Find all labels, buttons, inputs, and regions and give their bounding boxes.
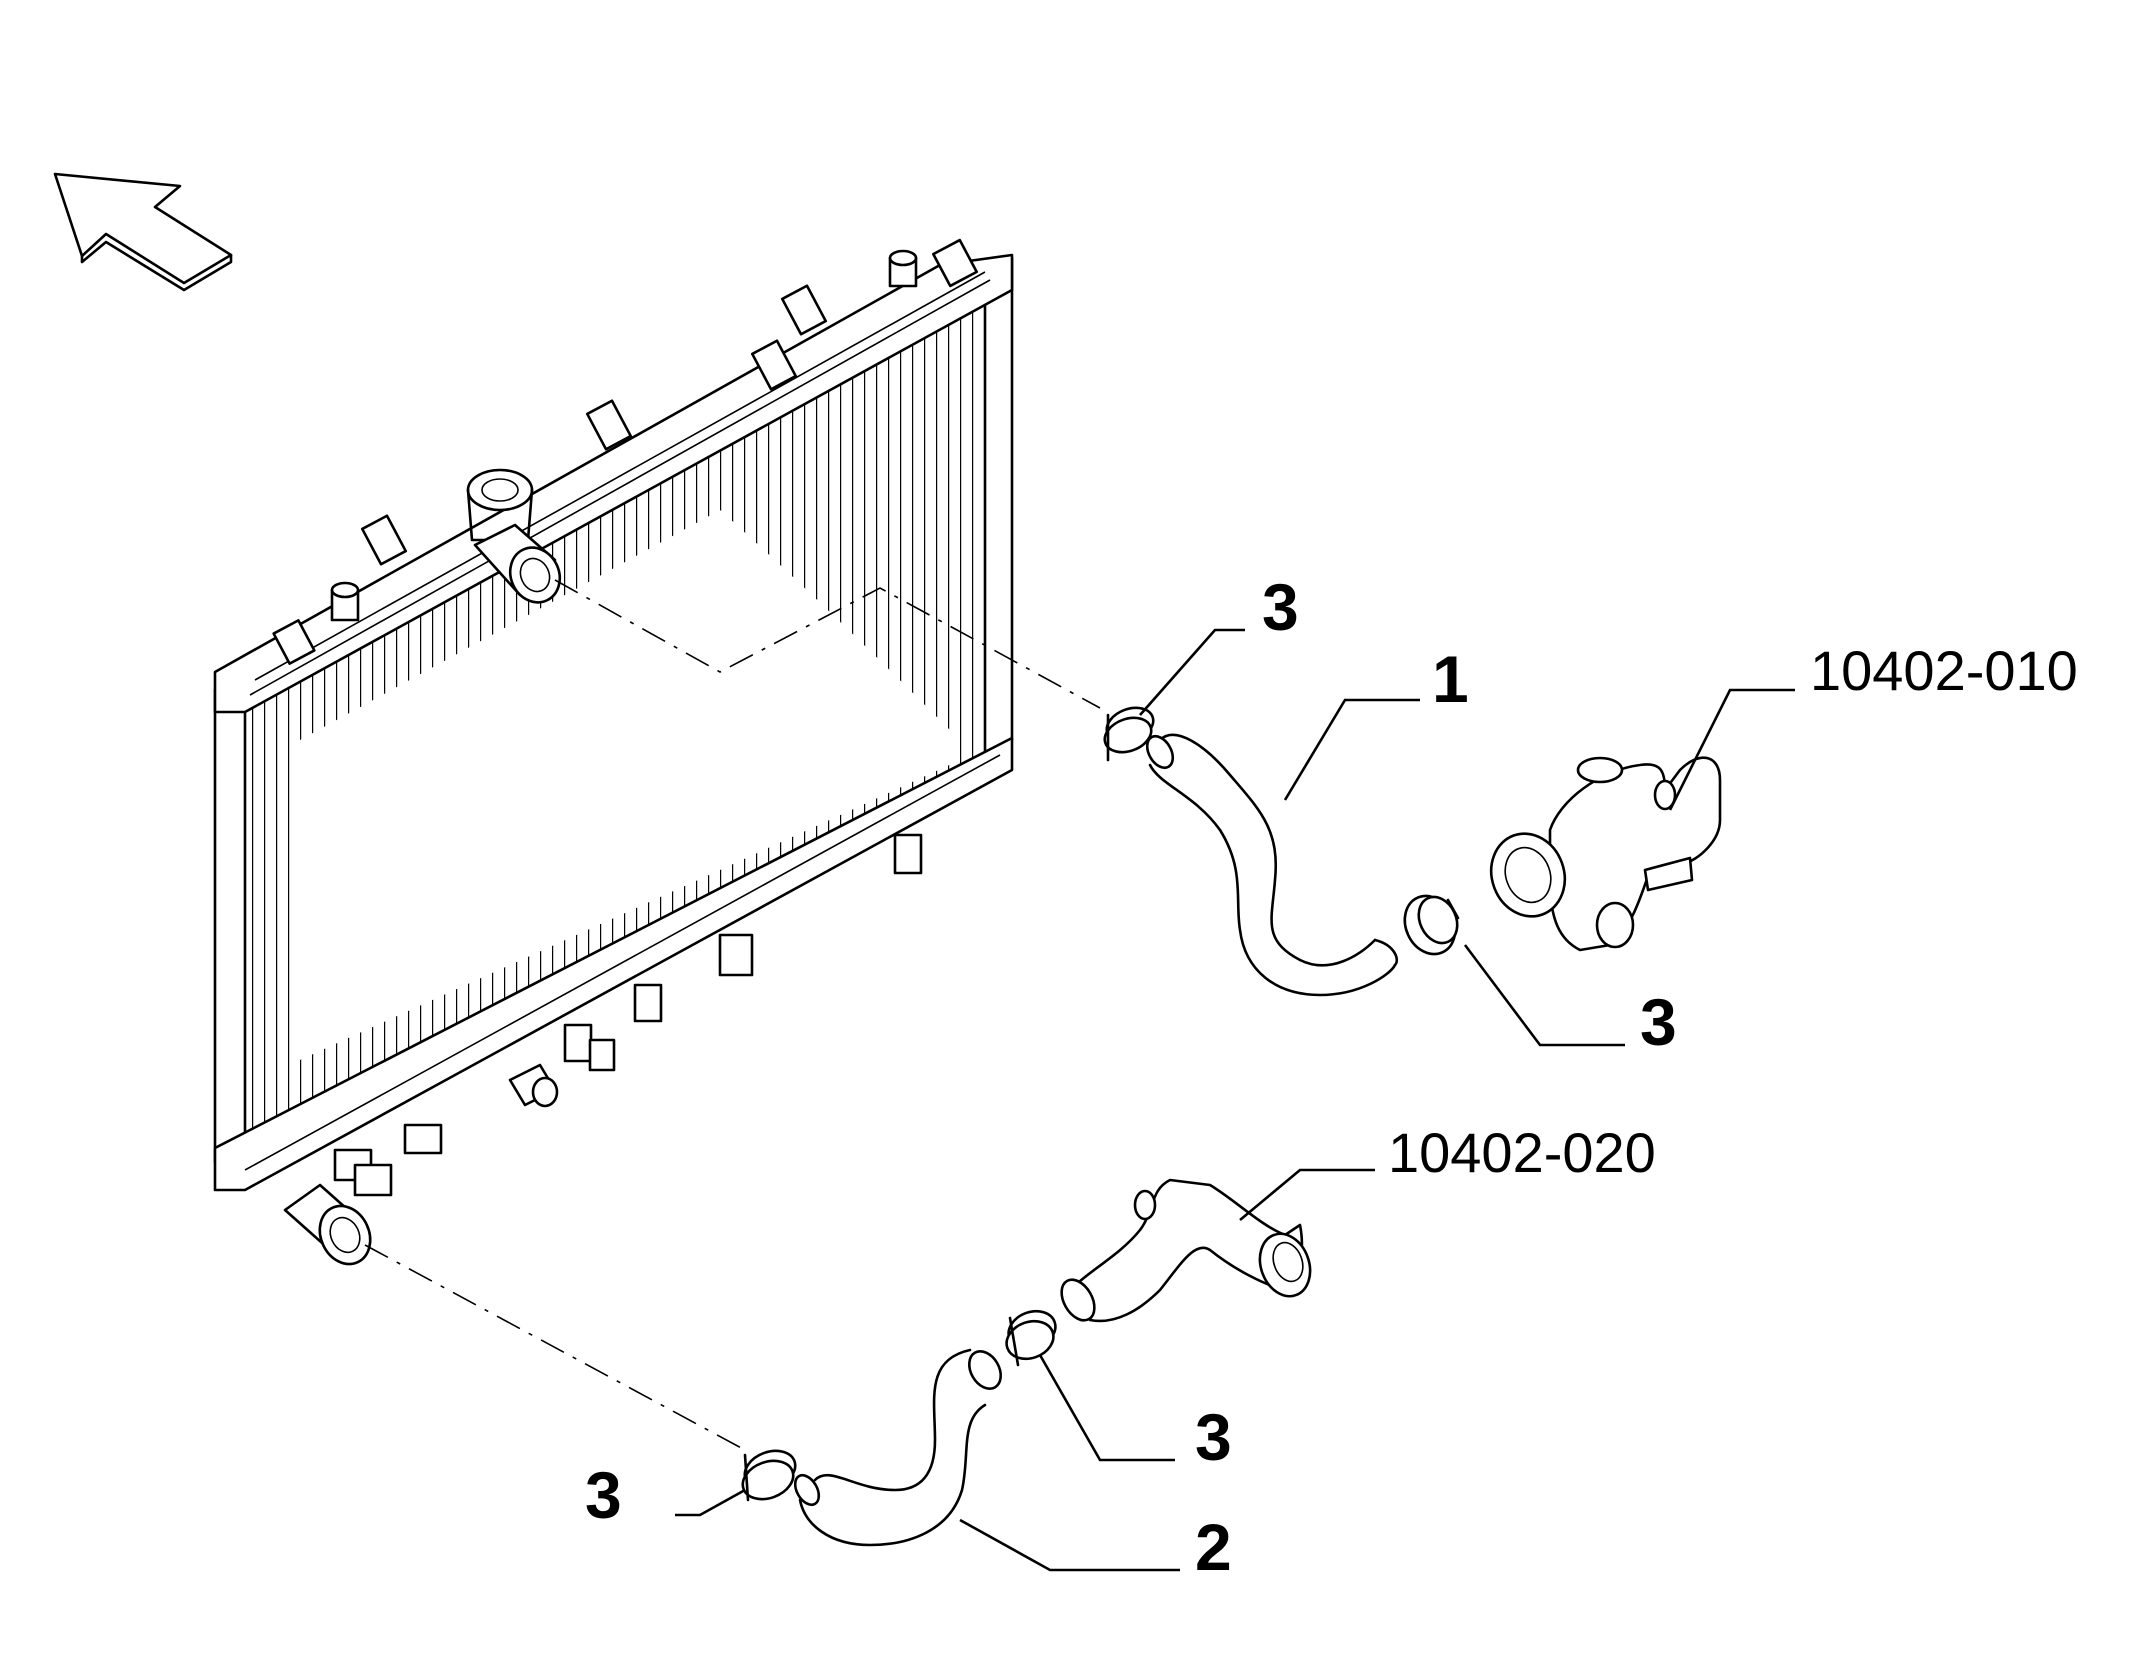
callout-ref-water-pipe: 10402-020 xyxy=(1388,1121,1656,1184)
hose-clamp-upper-left xyxy=(1103,706,1155,762)
callout-2-lower-hose: 2 xyxy=(1195,1510,1232,1584)
assembly-center-lines xyxy=(364,579,1101,1451)
callout-leader-lines xyxy=(675,628,1795,1572)
callout-3-upper-right: 3 xyxy=(1640,985,1677,1059)
coolant-water-pipe xyxy=(1060,1178,1312,1323)
callout-3-lower-left: 3 xyxy=(585,1458,622,1532)
callout-1-upper-hose: 1 xyxy=(1432,642,1469,716)
radiator xyxy=(213,238,1014,1266)
hose-clamp-lower-mid xyxy=(1005,1309,1057,1367)
hose-clamp-lower-left xyxy=(741,1449,797,1502)
radiator-core-highlight xyxy=(300,510,960,1060)
upper-radiator-hose xyxy=(1145,733,1399,997)
hose-clamp-upper-right xyxy=(1403,894,1460,956)
callout-3-lower-mid: 3 xyxy=(1195,1400,1232,1474)
radiator-lower-outlet xyxy=(283,1183,372,1266)
thermostat-housing xyxy=(1489,756,1722,952)
top-tank-clips xyxy=(272,238,978,665)
radiator-left-side-frame xyxy=(213,678,247,1164)
radiator-upper-outlet xyxy=(473,523,562,604)
lower-radiator-hose xyxy=(793,1348,1003,1547)
front-direction-arrow-icon xyxy=(53,172,233,292)
callout-ref-thermostat-housing: 10402-010 xyxy=(1810,639,2078,702)
radiator-right-side-frame xyxy=(983,256,1014,754)
radiator-drain-plug xyxy=(508,1063,559,1108)
bottom-tank-brackets xyxy=(333,833,923,1197)
callout-3-upper-left: 3 xyxy=(1262,570,1299,644)
radiator-vent-nipples xyxy=(330,249,918,622)
